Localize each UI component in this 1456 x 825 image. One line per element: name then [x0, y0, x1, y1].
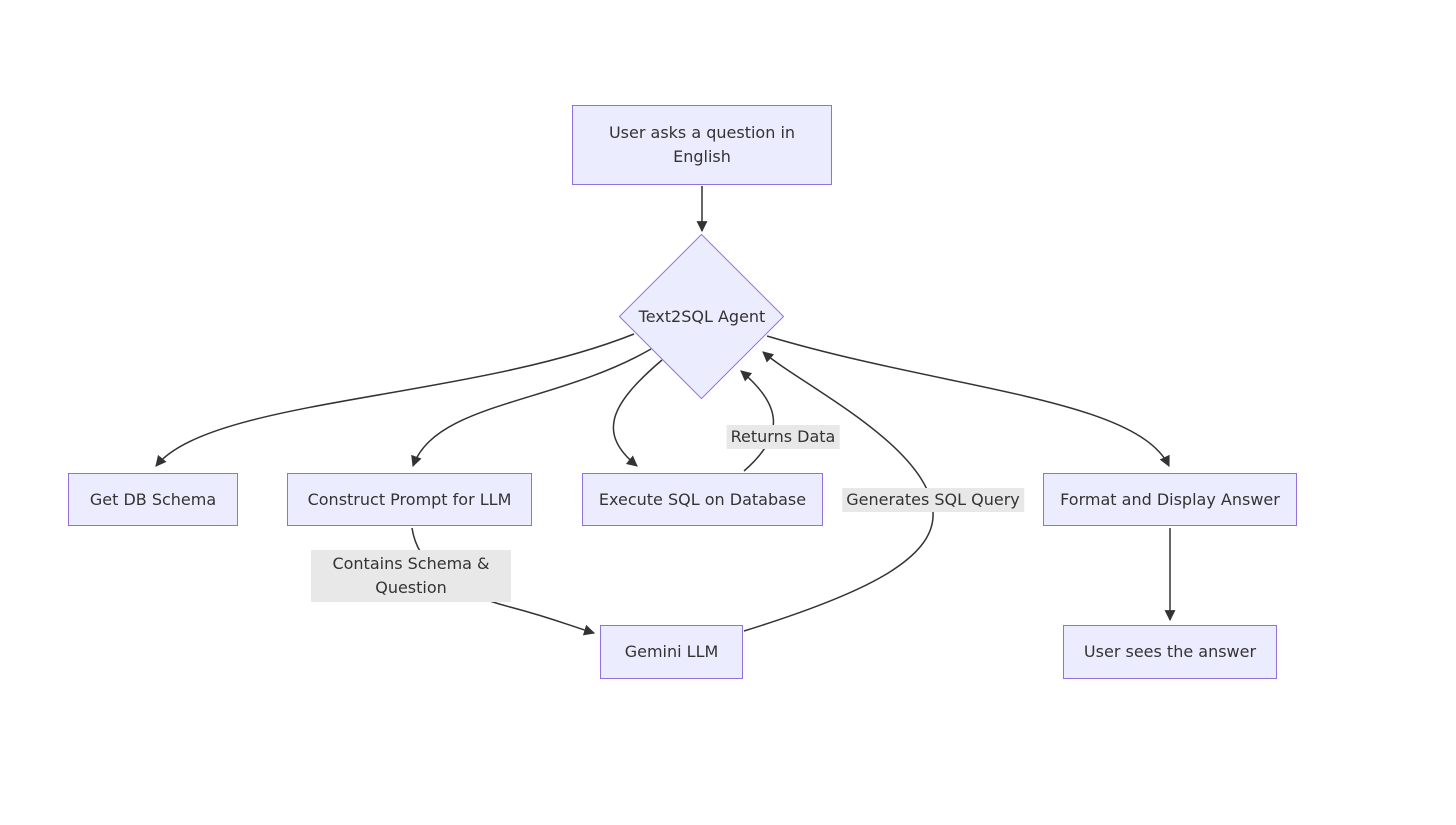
- node-construct-prompt: Construct Prompt for LLM: [287, 473, 532, 526]
- node-get-db-schema-label: Get DB Schema: [89, 489, 217, 509]
- node-user-question: User asks a question in English: [572, 105, 832, 185]
- node-execute-sql: Execute SQL on Database: [582, 473, 823, 526]
- edge-label-returns-data: Returns Data: [726, 425, 840, 449]
- edge-agent-to-execute: [612, 359, 663, 467]
- edge-agent-to-construct: [411, 348, 652, 468]
- edge-label-generates-sql-query: Generates SQL Query: [842, 488, 1024, 512]
- node-gemini-llm: Gemini LLM: [600, 625, 743, 679]
- node-construct-prompt-label: Construct Prompt for LLM: [307, 489, 512, 509]
- node-user-sees: User sees the answer: [1063, 625, 1277, 679]
- node-user-sees-label: User sees the answer: [1083, 642, 1257, 661]
- node-get-db-schema: Get DB Schema: [68, 473, 238, 526]
- node-format-display-label: Format and Display Answer: [1060, 489, 1280, 509]
- edge-agent-to-schema: [155, 333, 635, 467]
- node-format-display: Format and Display Answer: [1043, 473, 1297, 526]
- node-gemini-llm-label: Gemini LLM: [624, 642, 719, 661]
- node-execute-sql-label: Execute SQL on Database: [598, 489, 807, 509]
- node-text2sql-agent-label: Text2SQL Agent: [638, 306, 766, 326]
- edge-label-contains-schema-question: Contains Schema & Question: [311, 550, 511, 602]
- edge-execute-to-agent: [740, 370, 775, 472]
- node-user-question-label: User asks a question in English: [608, 123, 796, 166]
